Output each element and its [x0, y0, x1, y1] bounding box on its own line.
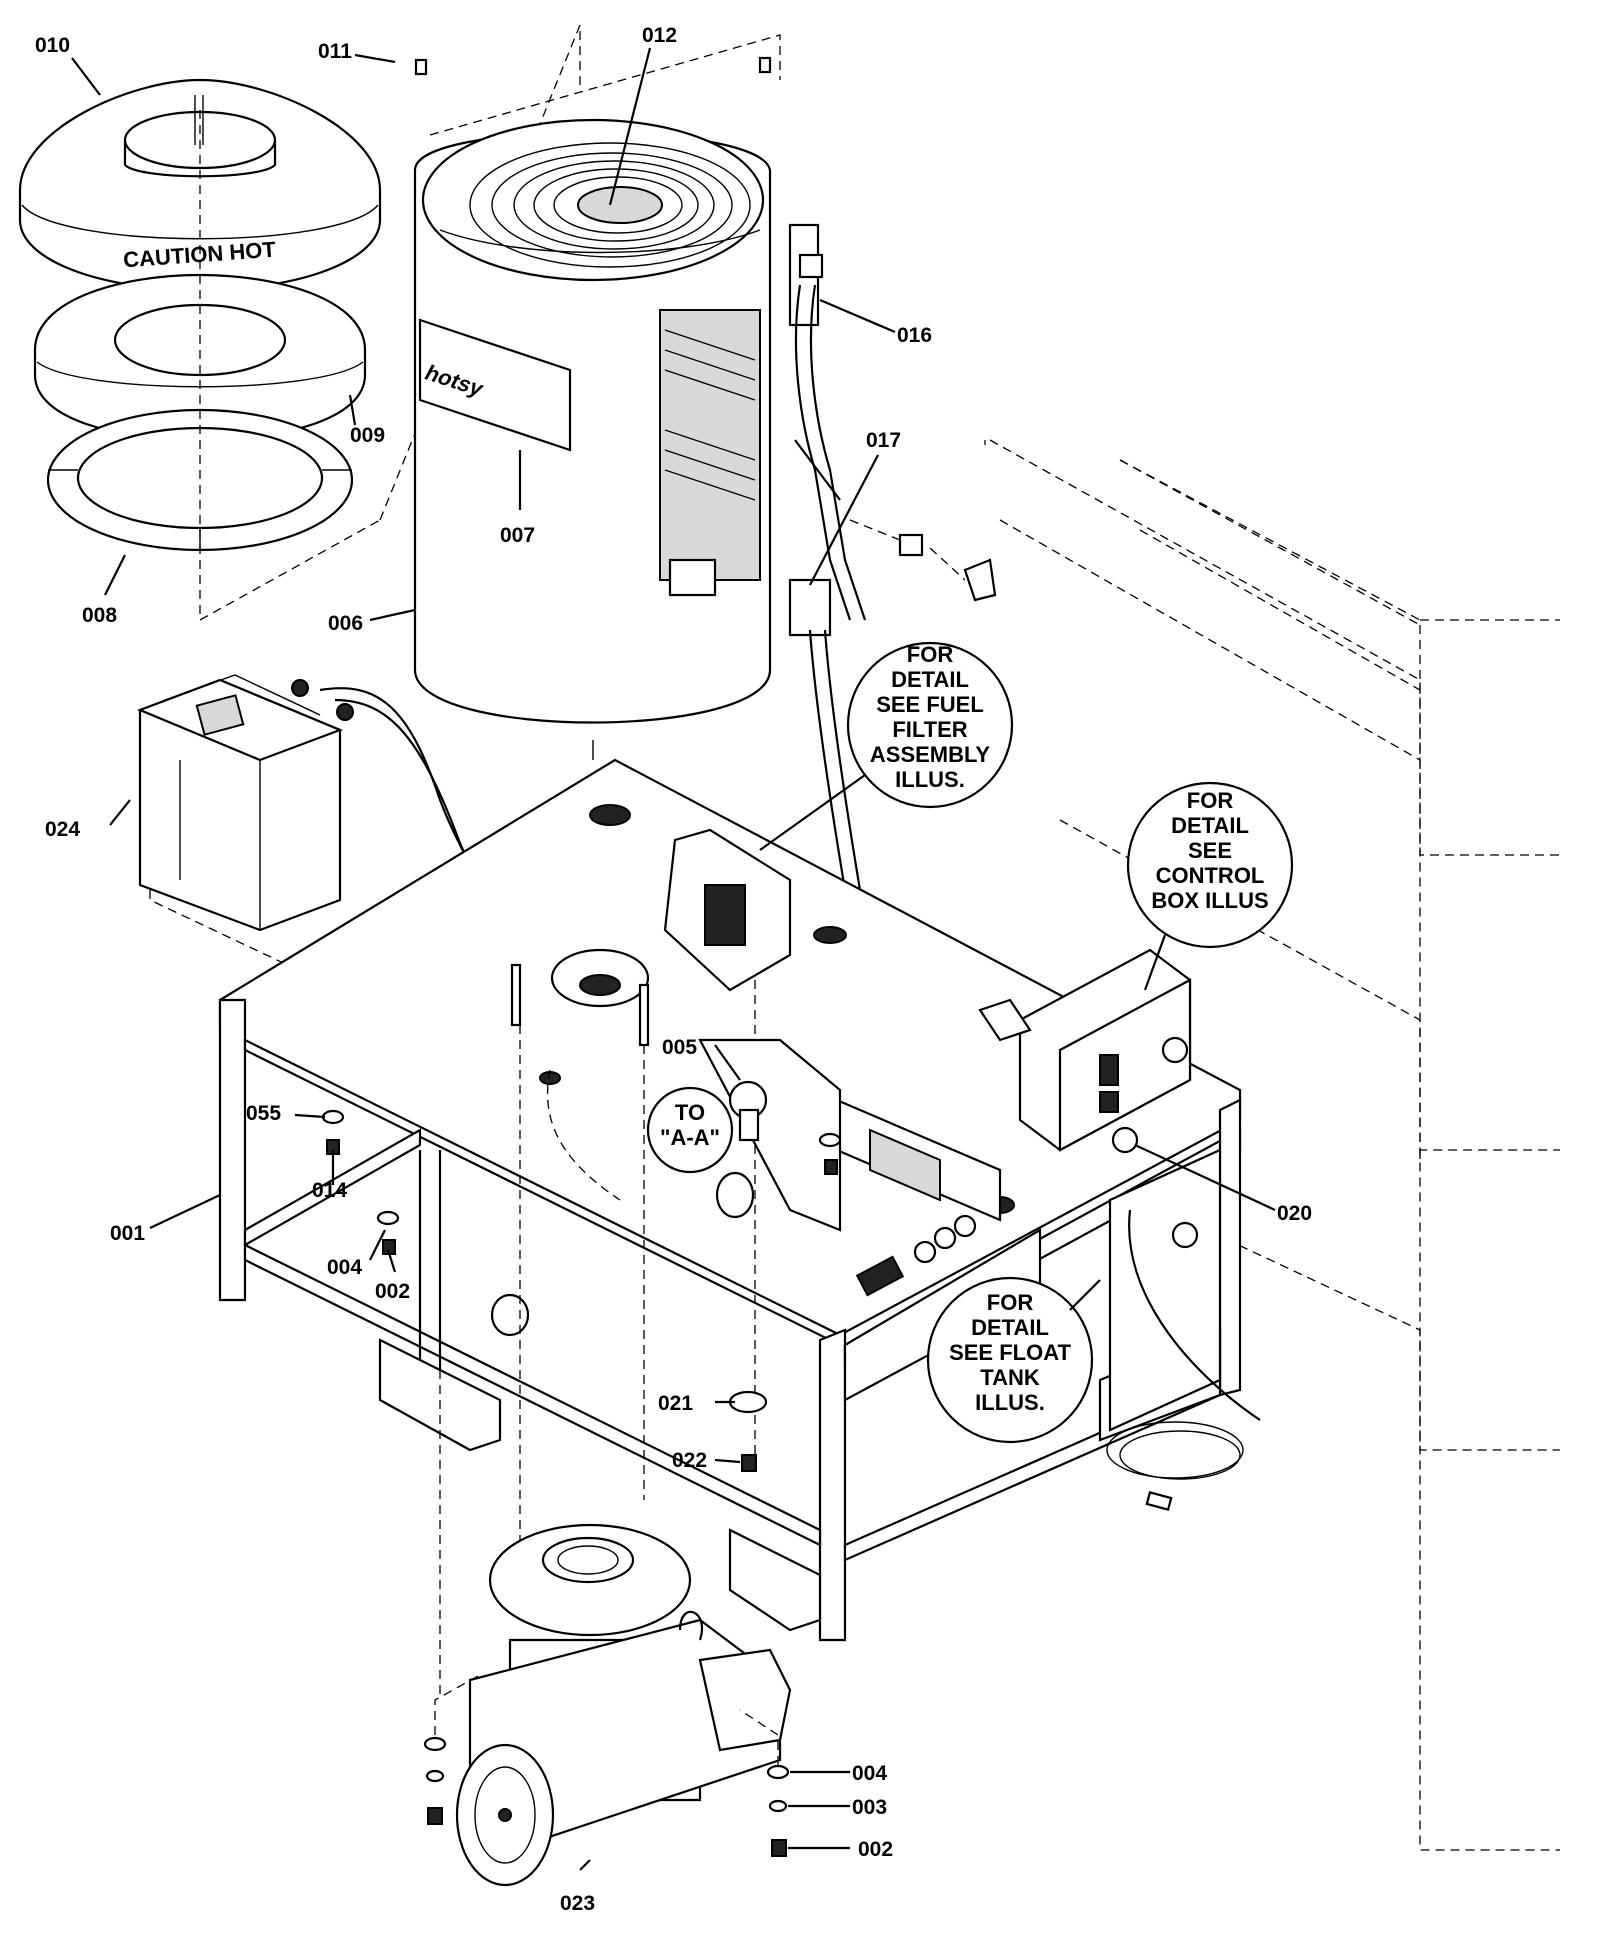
callout-004-lower: 004: [852, 1762, 887, 1785]
note-float-tank-line-5: ILLUS.: [975, 1390, 1045, 1415]
note-control-box-line-1: FOR: [1187, 788, 1234, 813]
note-float-tank-line-3: SEE FLOAT: [949, 1340, 1071, 1365]
note-to-aa: TO "A-A": [646, 1086, 734, 1174]
note-float-tank-line-2: DETAIL: [971, 1315, 1049, 1340]
callout-010: 010: [35, 34, 70, 57]
callout-012: 012: [642, 24, 677, 47]
callout-005: 005: [662, 1036, 697, 1059]
callout-020: 020: [1277, 1202, 1312, 1225]
note-control-box-line-3: SEE: [1188, 838, 1232, 863]
note-control-box-line-5: BOX ILLUS: [1151, 888, 1268, 913]
control-box: [978, 948, 1192, 1152]
note-control-box-line-2: DETAIL: [1171, 813, 1249, 838]
note-float-tank: FOR DETAIL SEE FLOAT TANK ILLUS.: [926, 1276, 1101, 1444]
note-to-aa-line-1: TO: [675, 1100, 705, 1125]
note-float-tank-line-4: TANK: [980, 1365, 1040, 1390]
callout-leaders: [71, 47, 1276, 1871]
callout-022: 022: [672, 1449, 707, 1472]
callout-024: 024: [45, 818, 80, 841]
callout-009: 009: [350, 424, 385, 447]
callout-003: 003: [852, 1796, 887, 1819]
callout-017: 017: [866, 429, 901, 452]
note-fuel-filter-line-6: ILLUS.: [895, 767, 965, 792]
pipe-fittings-016-017: [788, 223, 997, 891]
callout-004-upper: 004: [327, 1256, 362, 1279]
callout-008: 008: [82, 604, 117, 627]
callout-002-lower: 002: [858, 1838, 893, 1861]
right-dashed-leaders: [984, 439, 1560, 1851]
note-fuel-filter: FOR DETAIL SEE FUEL FILTER ASSEMBLY ILLU…: [759, 641, 1014, 851]
note-to-aa-line-2: "A-A": [660, 1125, 720, 1150]
note-fuel-filter-line-5: ASSEMBLY: [870, 742, 991, 767]
note-fuel-filter-line-3: SEE FUEL: [876, 692, 984, 717]
note-control-box: FOR DETAIL SEE CONTROL BOX ILLUS: [1126, 781, 1294, 991]
callout-055: 055: [246, 1102, 281, 1125]
note-fuel-filter-line-2: DETAIL: [891, 667, 969, 692]
base-frame-001: [218, 758, 1261, 1700]
note-float-tank-line-1: FOR: [987, 1290, 1034, 1315]
callout-011: 011: [318, 40, 352, 63]
callout-001: 001: [110, 1222, 145, 1245]
callout-numbers: 010 011 012 016 017 009 007 008 006 024 …: [35, 24, 1312, 1915]
callout-007: 007: [500, 524, 535, 547]
callout-021: 021: [658, 1392, 693, 1415]
note-control-box-line-4: CONTROL: [1156, 863, 1265, 888]
note-fuel-filter-line-1: FOR: [907, 642, 954, 667]
note-fuel-filter-line-4: FILTER: [892, 717, 967, 742]
callout-006: 006: [328, 612, 363, 635]
callout-002-upper: 002: [375, 1280, 410, 1303]
burner-pump-motor-023: [423, 1523, 792, 1887]
callout-014: 014: [312, 1179, 347, 1202]
heater-coil-drum-006: hotsy: [379, 24, 781, 760]
callout-023: 023: [560, 1892, 595, 1915]
callout-016: 016: [897, 324, 932, 347]
